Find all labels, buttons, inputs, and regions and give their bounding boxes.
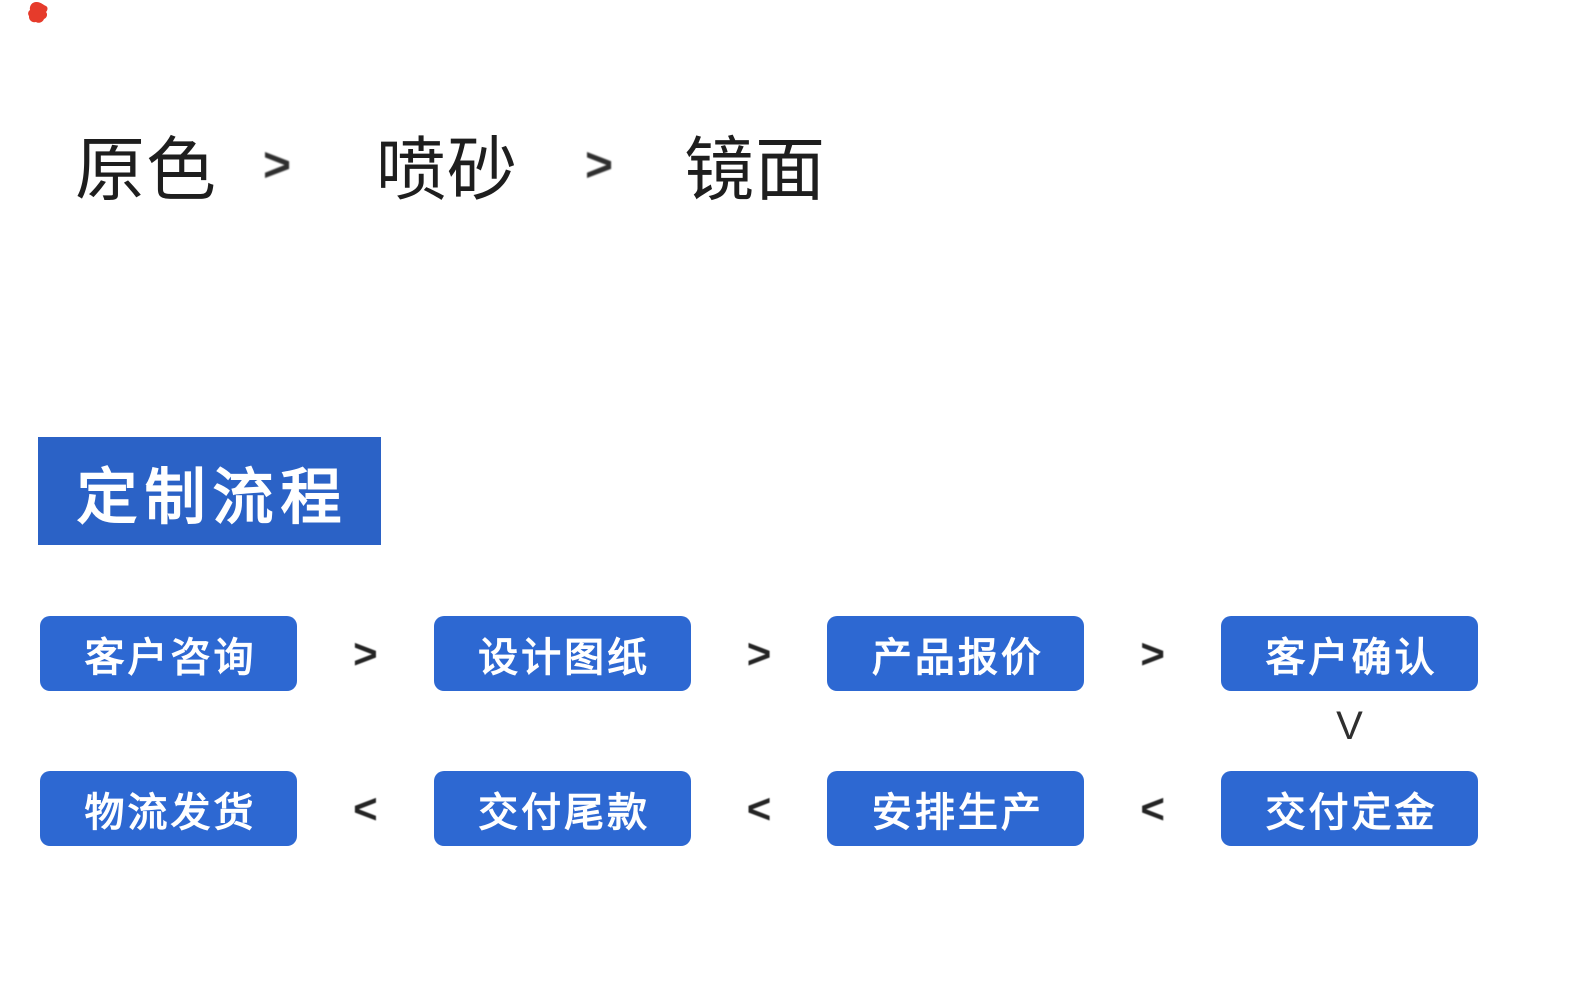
arrow-right-separator: > bbox=[585, 139, 614, 192]
flow-step-customer-confirm: 客户确认 bbox=[1221, 616, 1479, 691]
arrow-down-connector: V bbox=[1336, 703, 1363, 748]
flow-step-pay-balance: 交付尾款 bbox=[433, 771, 691, 846]
section-title-banner: 定制流程 bbox=[38, 437, 381, 545]
flow-step-label: 交付尾款 bbox=[478, 790, 651, 835]
flow-step-product-quote: 产品报价 bbox=[827, 616, 1085, 691]
flow-step-arrange-production: 安排生产 bbox=[827, 771, 1085, 846]
finish-option-pensha: 喷砂 bbox=[376, 131, 518, 209]
flow-step-label: 客户咨询 bbox=[84, 635, 257, 680]
flow-step-customer-inquiry: 客户咨询 bbox=[40, 616, 297, 691]
red-splash-icon bbox=[28, 1, 48, 23]
flow-step-label: 设计图纸 bbox=[478, 635, 651, 680]
flow-row-2: 物流发货 < 交付尾款 < 安排生产 < 交付定金 bbox=[40, 771, 1479, 846]
flow-step-label: 产品报价 bbox=[871, 635, 1044, 680]
arrow-left-separator: < bbox=[746, 784, 772, 832]
arrow-right-separator: > bbox=[263, 139, 292, 192]
section-title: 定制流程 bbox=[76, 462, 349, 531]
flow-step-label: 安排生产 bbox=[871, 790, 1044, 835]
finish-option-jingmian: 镜面 bbox=[684, 131, 826, 209]
flow-step-design-drawing: 设计图纸 bbox=[433, 616, 691, 691]
flow-step-label: 物流发货 bbox=[84, 790, 257, 835]
arrow-right-separator: > bbox=[353, 629, 378, 677]
flow-step-label: 客户确认 bbox=[1265, 635, 1438, 680]
arrow-right-separator: > bbox=[746, 629, 772, 677]
arrow-left-separator: < bbox=[1140, 784, 1165, 832]
arrow-right-separator: > bbox=[1140, 629, 1165, 677]
flow-step-logistics-shipping: 物流发货 bbox=[40, 771, 297, 846]
flow-step-pay-deposit: 交付定金 bbox=[1221, 771, 1479, 846]
flow-row-1: 客户咨询 > 设计图纸 > 产品报价 > 客户确认 bbox=[40, 616, 1479, 691]
flow-step-label: 交付定金 bbox=[1265, 790, 1438, 835]
finish-option-yuanse: 原色 bbox=[75, 131, 217, 209]
arrow-left-separator: < bbox=[353, 784, 378, 832]
